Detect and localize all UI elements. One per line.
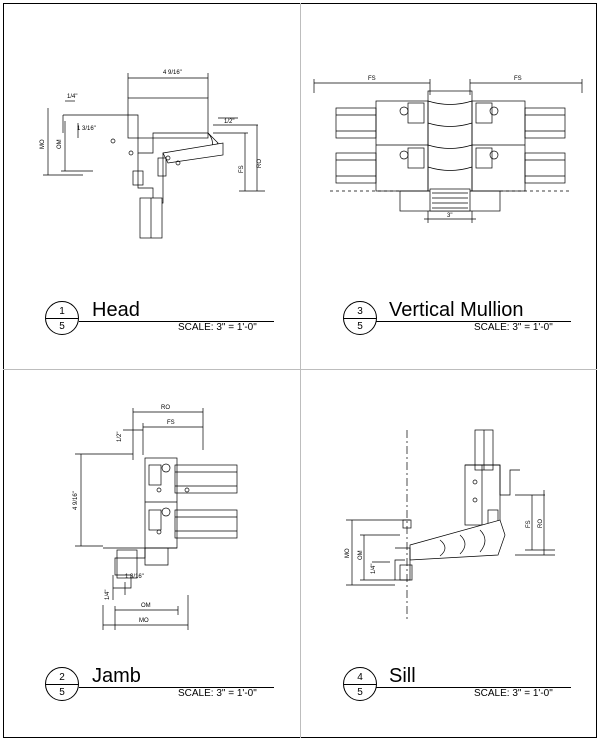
mullion-dim-fs-right: FS [514, 76, 522, 82]
detail-bubble: 3 5 [343, 301, 377, 335]
jamb-dim-ro: RO [161, 405, 170, 411]
head-width-dim: 4 9/16" [163, 70, 182, 76]
detail-scale: SCALE: 3" = 1'-0" [178, 322, 257, 333]
mullion-drawing: FS FS 3" [313, 76, 583, 223]
title-underline [79, 687, 274, 688]
head-dim-fs: FS [239, 165, 245, 173]
detail-scale: SCALE: 3" = 1'-0" [178, 688, 257, 699]
jamb-drawing: RO FS OM MO 4 9/16" 1/2" 1 3/16" 1/4" [73, 405, 238, 630]
detail-title: Head [92, 299, 140, 321]
sill-dim-a: 1/4" [371, 564, 377, 574]
detail-head: 4 9/16" 1/4" 1 3/16" 1/2" MO OM FS RO 1 … [3, 3, 300, 369]
head-dim-ro: RO [257, 159, 263, 168]
mullion-dim-center: 3" [447, 213, 452, 219]
jamb-dim-mo: MO [139, 618, 149, 624]
mullion-dim-fs-left: FS [368, 76, 376, 82]
title-underline [79, 321, 274, 322]
sill-dim-ro: RO [538, 519, 544, 528]
jamb-dim-b: 1 3/16" [125, 574, 144, 580]
jamb-dim-a: 1/2" [117, 432, 123, 442]
head-dim-a: 1/4" [67, 94, 77, 100]
sheet-number: 5 [59, 321, 65, 332]
sill-dim-fs: FS [526, 520, 532, 528]
detail-title: Sill [389, 665, 416, 687]
detail-bubble: 1 5 [45, 301, 79, 335]
sheet-number: 5 [357, 321, 363, 332]
detail-scale: SCALE: 3" = 1'-0" [474, 688, 553, 699]
sheet-number: 5 [357, 687, 363, 698]
head-drawing: 4 9/16" 1/4" 1 3/16" 1/2" MO OM FS RO [40, 70, 265, 239]
sill-drawing: MO OM FS RO 1/4" [345, 429, 555, 620]
detail-number: 4 [357, 672, 363, 683]
sill-dim-mo: MO [345, 548, 351, 558]
sheet-number: 5 [59, 687, 65, 698]
jamb-dim-om: OM [141, 603, 151, 609]
title-underline [376, 687, 571, 688]
detail-number: 1 [59, 306, 65, 317]
horizontal-divider [3, 369, 597, 370]
detail-sill: MO OM FS RO 1/4" 4 5 Sill SCALE: 3" = 1'… [300, 370, 597, 736]
jamb-dim-fs: FS [167, 420, 175, 426]
sill-dim-om: OM [358, 550, 364, 560]
jamb-dim-depth: 4 9/16" [73, 491, 79, 510]
detail-number: 3 [357, 306, 363, 317]
detail-bubble: 4 5 [343, 667, 377, 701]
jamb-dim-c: 1/4" [105, 590, 111, 600]
head-dim-c: 1/2" [224, 119, 234, 125]
detail-title: Jamb [92, 665, 141, 687]
head-dim-b: 1 3/16" [77, 126, 96, 132]
head-dim-mo: MO [40, 139, 46, 149]
detail-title: Vertical Mullion [389, 299, 524, 321]
detail-number: 2 [59, 672, 65, 683]
detail-scale: SCALE: 3" = 1'-0" [474, 322, 553, 333]
title-underline [376, 321, 571, 322]
detail-vertical-mullion: FS FS 3" 3 5 Vertical Mullion SCALE: 3" … [300, 3, 597, 369]
detail-jamb: RO FS OM MO 4 9/16" 1/2" 1 3/16" 1/4" 2 … [3, 370, 300, 736]
head-dim-om: OM [57, 139, 63, 149]
vertical-divider [300, 3, 301, 738]
detail-bubble: 2 5 [45, 667, 79, 701]
